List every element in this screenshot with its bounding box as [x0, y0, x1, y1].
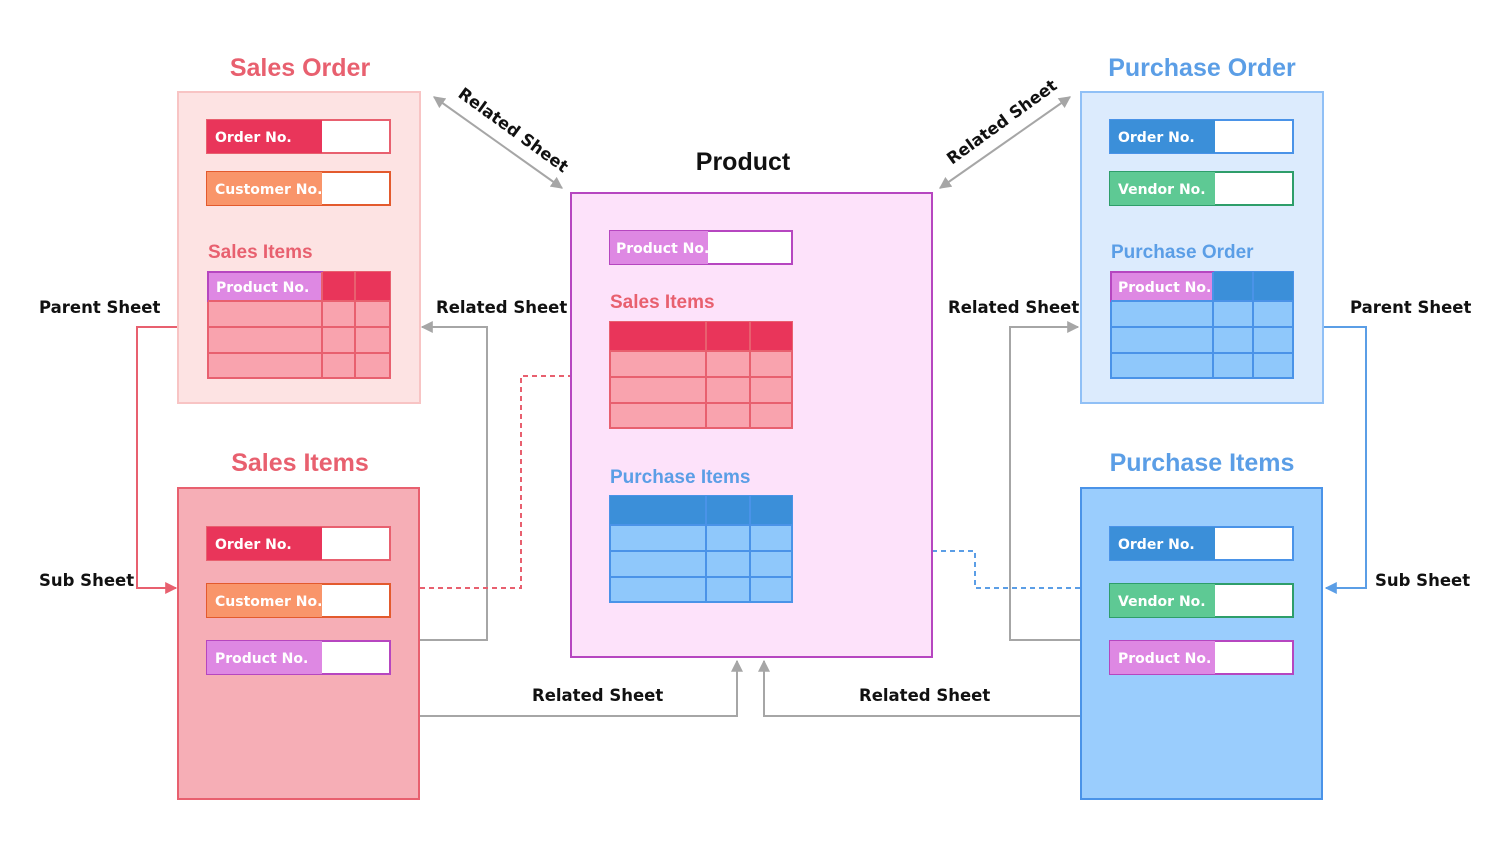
related-sheet-label-top-left: Related Sheet	[455, 84, 572, 177]
order-no-field[interactable]: Order No.	[1109, 526, 1294, 561]
sales-items-table[interactable]	[609, 321, 793, 429]
product-no-label: Product No.	[215, 651, 308, 667]
product-no-label: Product No.	[616, 241, 709, 257]
sales-order-title: Sales Order	[230, 54, 371, 82]
purchase-order-sheet[interactable]: Purchase Order Order No. Vendor No. Purc…	[1080, 54, 1324, 404]
purchase-items-title: Purchase Items	[1110, 449, 1295, 477]
customer-no-label: Customer No.	[215, 182, 322, 198]
sales-items-sheet[interactable]: Sales Items Order No. Customer No. Produ…	[177, 449, 420, 800]
sub-sheet-label-left: Sub Sheet	[39, 571, 134, 590]
order-no-field[interactable]: Order No.	[1109, 119, 1294, 154]
vendor-no-field[interactable]: Vendor No.	[1109, 171, 1294, 206]
parent-sheet-label-right: Parent Sheet	[1350, 298, 1472, 317]
lookup-line-sales	[420, 370, 610, 589]
related-sheet-label-bottom-left: Related Sheet	[532, 686, 663, 705]
order-no-field[interactable]: Order No.	[206, 526, 391, 561]
sales-items-subtable[interactable]: Product No.	[207, 271, 391, 379]
purchase-items-table-title: Purchase Items	[610, 467, 750, 488]
order-no-label: Order No.	[1118, 130, 1195, 146]
customer-no-field[interactable]: Customer No.	[206, 583, 391, 618]
product-title: Product	[696, 148, 791, 176]
vendor-no-label: Vendor No.	[1118, 182, 1206, 198]
sales-items-table-title: Sales Items	[610, 292, 715, 313]
purchase-order-title: Purchase Order	[1108, 54, 1296, 82]
parent-sub-line-left	[136, 326, 208, 594]
vendor-no-label: Vendor No.	[1118, 594, 1206, 610]
related-sheet-label-bottom-right: Related Sheet	[859, 686, 990, 705]
product-no-label: Product No.	[1118, 651, 1211, 667]
product-no-field[interactable]: Product No.	[1109, 640, 1294, 675]
sales-items-title: Sales Items	[231, 449, 369, 477]
related-sheet-label-top-right: Related Sheet	[943, 76, 1060, 169]
purchase-order-subtable-title: Purchase Order	[1111, 242, 1254, 263]
related-line-bottom-right	[758, 659, 1080, 717]
connector-lines	[136, 96, 1367, 717]
subtable-product-no-label: Product No.	[216, 280, 309, 296]
purchase-items-table[interactable]	[609, 495, 793, 603]
order-no-field[interactable]: Order No.	[206, 119, 391, 154]
related-line-bottom-left	[420, 659, 743, 717]
related-line-top-right	[939, 96, 1071, 189]
product-no-field[interactable]: Product No.	[609, 230, 793, 265]
parent-sub-line-right	[1293, 326, 1367, 594]
related-sheet-label-left-mid: Related Sheet	[436, 298, 567, 317]
product-no-field[interactable]: Product No.	[206, 640, 391, 675]
sales-order-sheet[interactable]: Sales Order Order No. Customer No. Sales…	[177, 54, 421, 404]
related-line-right-mid	[1009, 321, 1080, 641]
order-no-label: Order No.	[215, 130, 292, 146]
purchase-order-subtable[interactable]: Product No.	[1110, 271, 1294, 379]
subtable-product-no-label: Product No.	[1118, 280, 1211, 296]
sub-sheet-label-right: Sub Sheet	[1375, 571, 1470, 590]
purchase-items-sheet[interactable]: Purchase Items Order No. Vendor No. Prod…	[1080, 449, 1323, 800]
order-no-label: Order No.	[215, 537, 292, 553]
product-sheet[interactable]: Product Product No. Sales Items Purchase…	[570, 148, 933, 658]
related-line-top-left	[433, 96, 563, 189]
customer-no-field[interactable]: Customer No.	[206, 171, 391, 206]
related-sheet-label-right-mid: Related Sheet	[948, 298, 1079, 317]
order-no-label: Order No.	[1118, 537, 1195, 553]
sales-items-subtable-title: Sales Items	[208, 242, 313, 263]
customer-no-label: Customer No.	[215, 594, 322, 610]
parent-sheet-label-left: Parent Sheet	[39, 298, 161, 317]
related-line-left-mid	[420, 321, 488, 641]
vendor-no-field[interactable]: Vendor No.	[1109, 583, 1294, 618]
